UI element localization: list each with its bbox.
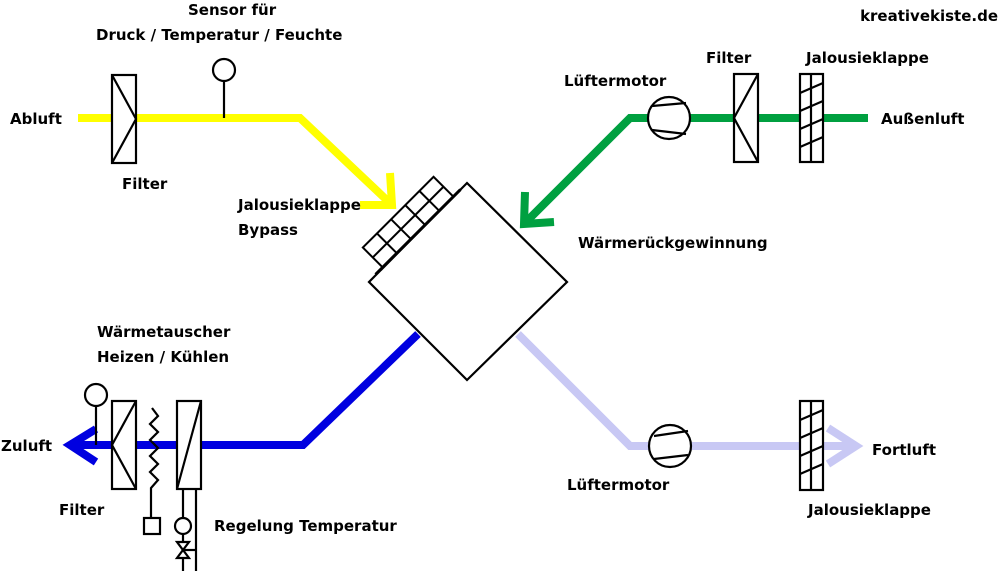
waermetauscher-label-line2: Heizen / Kühlen — [97, 348, 229, 366]
filter-abluft-icon — [110, 73, 138, 165]
filter-zuluft-label: Filter — [59, 501, 105, 519]
filter-aussen-label: Filter — [706, 49, 752, 67]
zuluft-label: Zuluft — [1, 437, 52, 455]
abluft-label: Abluft — [10, 110, 62, 128]
abluft-duct — [78, 114, 397, 209]
damper-fortluft-icon — [798, 399, 825, 492]
watermark: kreativekiste.de — [860, 7, 998, 25]
aussenluft-duct — [519, 114, 868, 229]
fan-fortluft-icon — [647, 423, 693, 469]
filter-abluft-label: Filter — [122, 175, 168, 193]
fortluft-arrowhead — [825, 424, 864, 468]
fortluft-label: Fortluft — [872, 441, 936, 459]
abluft-arrowhead — [360, 172, 397, 209]
zuluft-line — [72, 331, 421, 449]
zuluft-arrowhead — [62, 425, 99, 466]
aussenluft-label: Außenluft — [881, 110, 964, 128]
sensor-abluft-icon — [211, 57, 237, 118]
sensor-label-line1: Sensor für — [188, 1, 277, 19]
fortluft-duct — [515, 331, 864, 468]
luefter-fort-label: Lüftermotor — [567, 476, 670, 494]
heat-exchanger-coil-icon — [175, 399, 203, 571]
damper-aussenluft-icon — [798, 72, 825, 164]
klappe-aussen-label: Jalousieklappe — [805, 49, 929, 67]
filter-zuluft-icon — [110, 399, 138, 491]
luefter-aussen-label: Lüftermotor — [564, 72, 667, 90]
abluft-line — [78, 114, 395, 208]
filter-aussenluft-icon — [732, 72, 760, 164]
bypass-damper-icon — [361, 175, 462, 276]
heater-coil-icon — [142, 407, 162, 536]
fan-aussenluft-icon — [646, 95, 692, 141]
wrg-label: Wärmerückgewinnung — [578, 234, 768, 252]
aussenluft-arrowhead — [519, 191, 555, 229]
sensor-label-line2: Druck / Temperatur / Feuchte — [96, 26, 342, 44]
aussenluft-line — [521, 114, 868, 227]
klappe-fort-label: Jalousieklappe — [807, 501, 931, 519]
regelung-label: Regelung Temperatur — [214, 517, 397, 535]
fortluft-line — [515, 331, 855, 450]
zuluft-duct — [62, 331, 421, 466]
pump-icon — [173, 516, 193, 536]
three-way-valve-icon — [174, 540, 196, 560]
bypass-label-line2: Bypass — [238, 221, 298, 239]
sensor-zuluft-icon — [83, 382, 109, 445]
waermetauscher-label-line1: Wärmetauscher — [97, 323, 231, 341]
bypass-label-line1: Jalousieklappe — [237, 196, 361, 214]
